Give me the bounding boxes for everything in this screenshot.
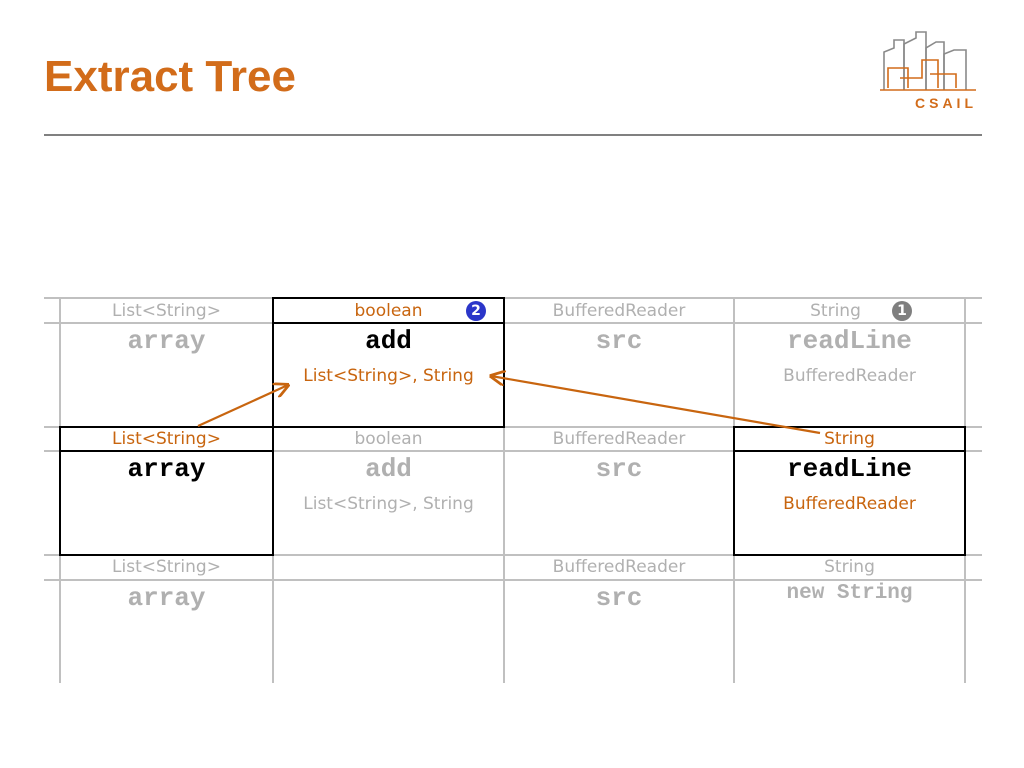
type-label: boolean [354,301,423,321]
cell-r1-c4: String readLine BufferedReader 1 [734,298,965,427]
cell-r2-c1: List<String> array [60,427,273,555]
method-name: array [127,583,206,613]
cell-r2-c4: String readLine BufferedReader [734,427,965,555]
csail-logo-text: CSAIL [915,95,977,111]
method-name: src [595,583,643,613]
method-name: array [127,326,206,356]
title-divider [44,134,982,136]
method-name: add [365,326,412,356]
type-label: boolean [354,429,423,449]
cell-r1-c2: boolean add List<String>, String 2 [273,298,504,427]
type-label: List<String> [112,301,221,321]
type-label: List<String> [112,429,221,449]
args-label: List<String>, String [303,494,474,514]
method-name: src [595,326,643,356]
method-name: readLine [787,454,912,484]
args-label: BufferedReader [783,366,916,386]
method-name: array [127,454,206,484]
cell-r3-c2 [273,555,504,683]
cell-r1-c1: List<String> array [60,298,273,427]
type-label: BufferedReader [552,429,686,449]
cell-r2-c3: BufferedReader src [504,427,734,555]
cell-r3-c3: BufferedReader src [504,555,734,683]
type-label: String [824,557,875,577]
type-label: String [824,429,875,449]
args-label: BufferedReader [783,494,916,514]
cell-r3-c4: String new String [734,555,965,683]
type-label: List<String> [112,557,221,577]
badge-1-icon: 1 [892,301,912,321]
cell-r2-c2: boolean add List<String>, String [273,427,504,555]
method-name: readLine [787,326,912,356]
method-name: add [365,454,412,484]
csail-logo-icon [880,31,976,91]
type-label: BufferedReader [552,557,686,577]
cell-r1-c3: BufferedReader src [504,298,734,427]
args-label: List<String>, String [303,366,474,386]
slide-title: Extract Tree [44,52,296,101]
cell-r3-c1: List<String> array [60,555,273,683]
method-name: src [595,454,643,484]
type-label: BufferedReader [552,301,686,321]
badge-2-icon: 2 [466,301,486,321]
type-label: String [810,301,861,321]
method-name: new String [786,582,913,605]
